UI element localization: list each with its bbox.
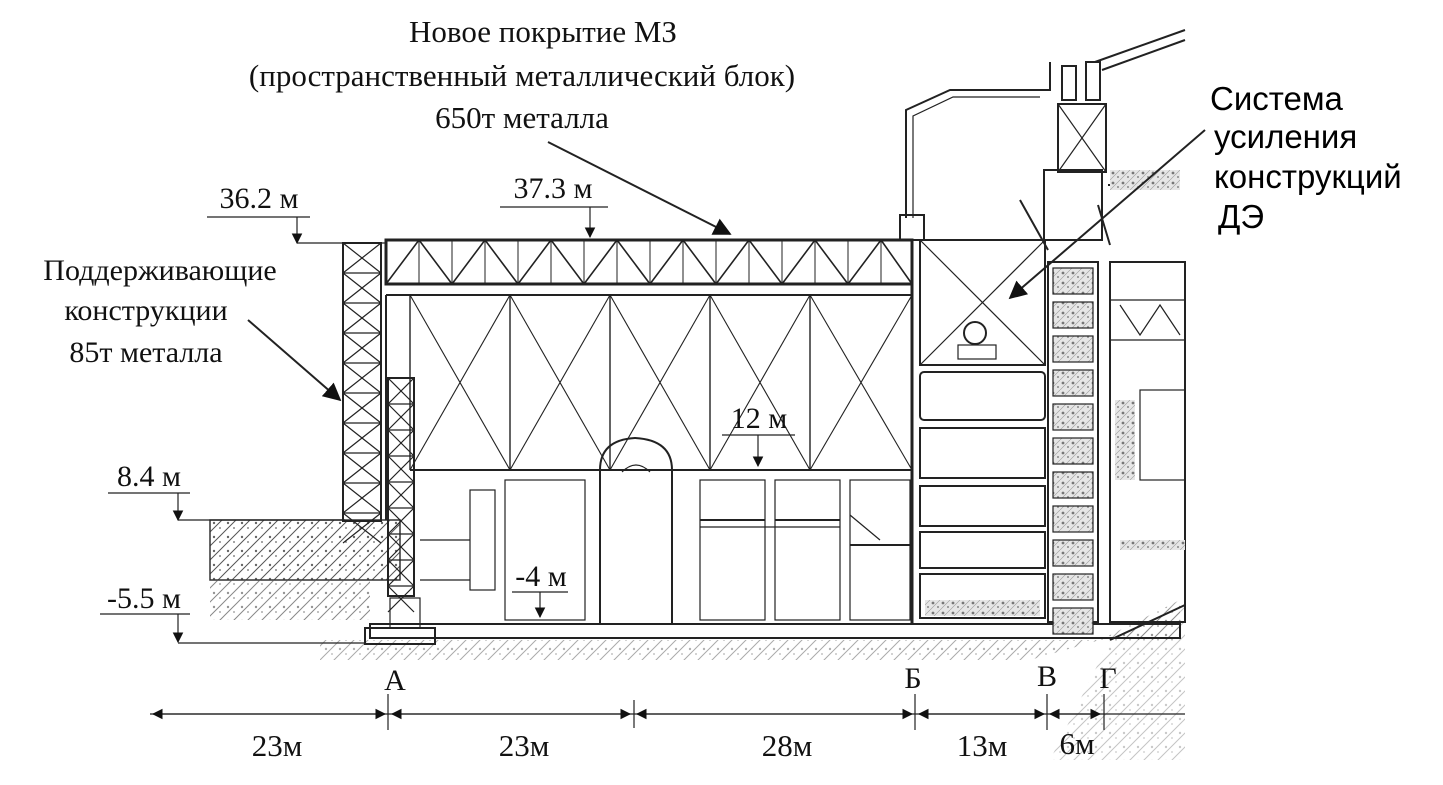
roof-label-line3: 650т металла bbox=[435, 100, 609, 135]
span-23m-left: 23м bbox=[252, 728, 303, 763]
elevation-8-4: 8.4 м bbox=[117, 460, 181, 493]
support-label-line2: конструкции bbox=[64, 294, 227, 327]
foundation-slab bbox=[364, 597, 1181, 645]
leader-arrows bbox=[247, 129, 1206, 402]
structure-line bbox=[342, 332, 382, 364]
concrete-block bbox=[1052, 607, 1094, 635]
machine-hall bbox=[385, 240, 914, 625]
structure-line bbox=[451, 239, 486, 285]
structure-line bbox=[517, 239, 552, 285]
span-13m: 13м bbox=[957, 728, 1008, 763]
axis-label-g: Г bbox=[1099, 662, 1116, 695]
structure-line bbox=[409, 294, 511, 471]
concrete-block bbox=[1052, 539, 1094, 567]
roof-label-line1: Новое покрытие МЗ bbox=[409, 14, 677, 49]
roof-label-line2: (пространственный металлический блок) bbox=[249, 58, 795, 93]
structure-line bbox=[649, 239, 684, 285]
structure-line bbox=[385, 239, 420, 285]
concrete-block bbox=[1052, 301, 1094, 329]
roof-truss bbox=[384, 238, 914, 296]
structure-line bbox=[583, 239, 618, 285]
structure-line bbox=[342, 242, 382, 274]
elevation-12: 12 м bbox=[731, 402, 788, 435]
structure-line bbox=[709, 294, 811, 471]
axis-label-v: В bbox=[1037, 660, 1057, 693]
structure-line bbox=[387, 481, 415, 509]
structure-line bbox=[715, 239, 750, 285]
ventilation-pipe bbox=[899, 29, 1186, 241]
concrete-block bbox=[1052, 403, 1094, 431]
concrete-block bbox=[1052, 267, 1094, 295]
structure-line bbox=[609, 294, 711, 471]
system-label-line4: ДЭ bbox=[1218, 198, 1264, 235]
span-23m: 23м bbox=[499, 728, 550, 763]
structure-line bbox=[484, 239, 519, 285]
structure-line bbox=[342, 302, 382, 334]
system-label-line2: усиления bbox=[1214, 118, 1357, 155]
elevation-37-3: 37.3 м bbox=[514, 172, 593, 205]
system-label-line1: Система bbox=[1210, 80, 1344, 117]
structure-line bbox=[387, 533, 415, 561]
deaerator-stack bbox=[919, 239, 1046, 619]
structure-line bbox=[682, 239, 717, 285]
support-label-line1: Поддерживающие bbox=[43, 254, 276, 287]
span-6m: 6м bbox=[1059, 726, 1094, 761]
structure-line bbox=[387, 585, 415, 613]
ground-line bbox=[1109, 604, 1186, 641]
structure-line bbox=[509, 294, 611, 471]
reinforcement-column bbox=[1019, 61, 1111, 635]
structure-line bbox=[342, 422, 382, 454]
dimension-line bbox=[150, 694, 1185, 730]
concrete-block bbox=[1052, 335, 1094, 363]
concrete-block bbox=[1052, 505, 1094, 533]
structure-line bbox=[880, 239, 913, 285]
annotation-labels: Новое покрытие МЗ (пространственный мета… bbox=[43, 14, 1401, 763]
structure-line bbox=[814, 239, 849, 285]
ground-soil bbox=[209, 519, 1185, 760]
structure-line bbox=[748, 239, 783, 285]
structure-line bbox=[342, 512, 382, 544]
elevation-36-2: 36.2 м bbox=[220, 182, 299, 215]
structure-line bbox=[342, 392, 382, 424]
structure-line bbox=[387, 507, 415, 535]
reactor-block-partial bbox=[1108, 170, 1186, 623]
support-label-line3: 85т металла bbox=[69, 336, 222, 369]
structure-line bbox=[550, 239, 585, 285]
structure-line bbox=[342, 272, 382, 304]
structure-line bbox=[781, 239, 816, 285]
structure-line bbox=[342, 482, 382, 514]
concrete-block bbox=[1052, 437, 1094, 465]
structure-line bbox=[847, 239, 882, 285]
structure-line bbox=[387, 559, 415, 587]
axis-label-b: Б bbox=[904, 662, 921, 695]
concrete-block bbox=[1052, 573, 1094, 601]
concrete-block bbox=[1052, 471, 1094, 499]
structure-line bbox=[809, 294, 913, 471]
elevation-minus-5-5: -5.5 м bbox=[107, 582, 181, 615]
elevation-minus-4: -4 м bbox=[515, 560, 566, 593]
elevation-markers bbox=[100, 206, 795, 644]
span-28m: 28м bbox=[762, 728, 813, 763]
axis-label-a: А bbox=[384, 664, 406, 697]
concrete-block bbox=[1052, 369, 1094, 397]
system-label-line3: конструкций bbox=[1214, 158, 1402, 195]
structure-line bbox=[342, 452, 382, 484]
structure-line bbox=[616, 239, 651, 285]
structure-line bbox=[418, 239, 453, 285]
structure-line bbox=[342, 362, 382, 394]
